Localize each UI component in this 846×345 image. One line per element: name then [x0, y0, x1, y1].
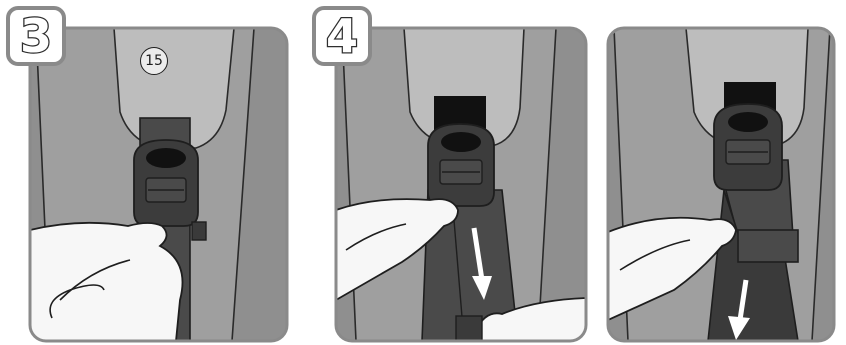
strap-tab	[192, 222, 206, 240]
strap-tab	[738, 230, 798, 262]
step-badge: 3	[6, 6, 66, 66]
step-number: 4	[312, 6, 372, 66]
strap-tab	[456, 316, 482, 341]
part-number-callout: 15	[140, 47, 168, 75]
hand-icon	[30, 223, 183, 341]
step-4b-illustration	[598, 0, 844, 345]
step-number: 3	[6, 6, 66, 66]
buckle-icon	[714, 104, 782, 190]
buckle-icon	[428, 124, 494, 206]
buckle-icon	[134, 140, 198, 226]
step-badge: 4	[312, 6, 372, 66]
